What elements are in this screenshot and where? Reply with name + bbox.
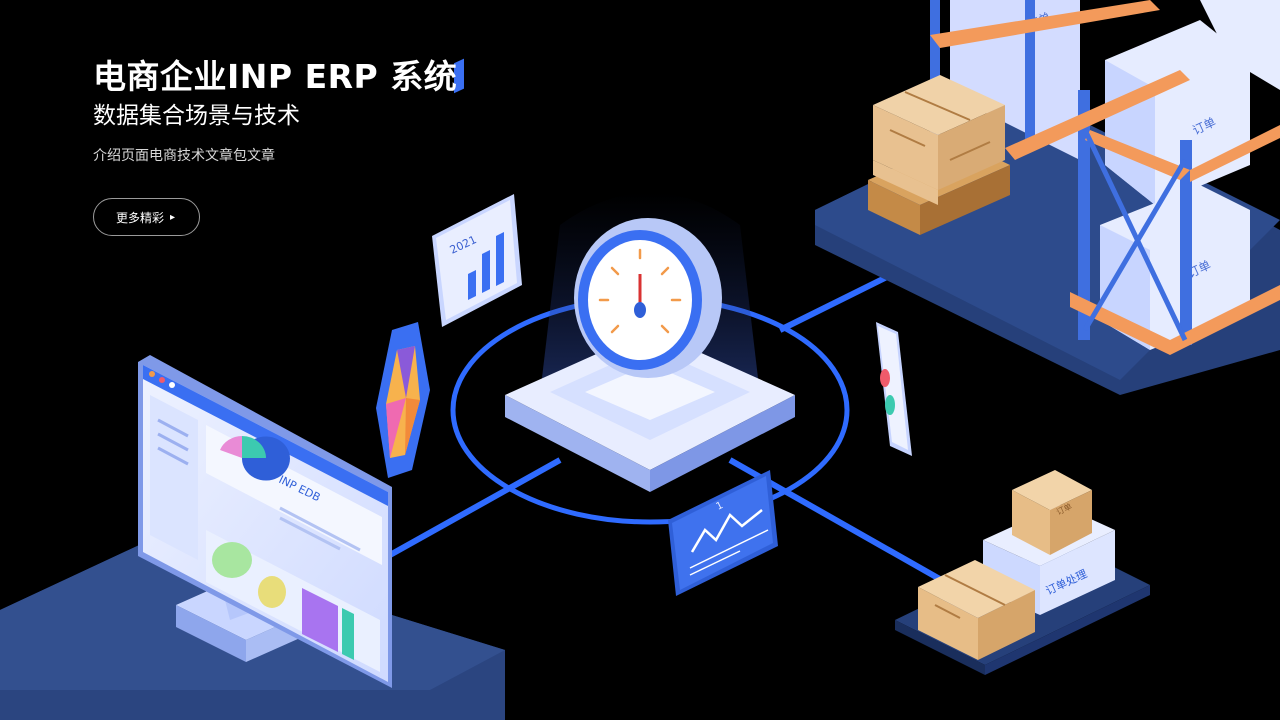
boxes-stack: 订单处理 订单 [895, 470, 1150, 675]
page-description: 介绍页面电商技术文章包文章 [93, 148, 275, 164]
line-chart-card: 1 [668, 470, 778, 596]
bar-chart-card: 2021 [432, 58, 522, 327]
page-title: 电商企业INP ERP 系统 [93, 57, 458, 96]
line-card-label: 1 [714, 500, 725, 513]
warehouse-shelves: 订单 订单 订单 [815, 0, 1280, 395]
indicator-card [876, 322, 912, 456]
arrow-right-icon: ▸ [170, 211, 176, 223]
desktop-monitor: INP EDB [138, 355, 392, 688]
learn-more-label: 更多精彩 [116, 210, 165, 225]
connector-line [388, 457, 562, 558]
page-subtitle: 数据集合场景与技术 [93, 103, 300, 129]
hero-text: 电商企业INP ERP 系统 数据集合场景与技术 介绍页面电商技术文章包文章 更… [93, 56, 457, 236]
gauge-hub [505, 218, 795, 492]
learn-more-button[interactable]: 更多精彩 ▸ [93, 198, 201, 236]
hexagon-badge [376, 322, 430, 478]
